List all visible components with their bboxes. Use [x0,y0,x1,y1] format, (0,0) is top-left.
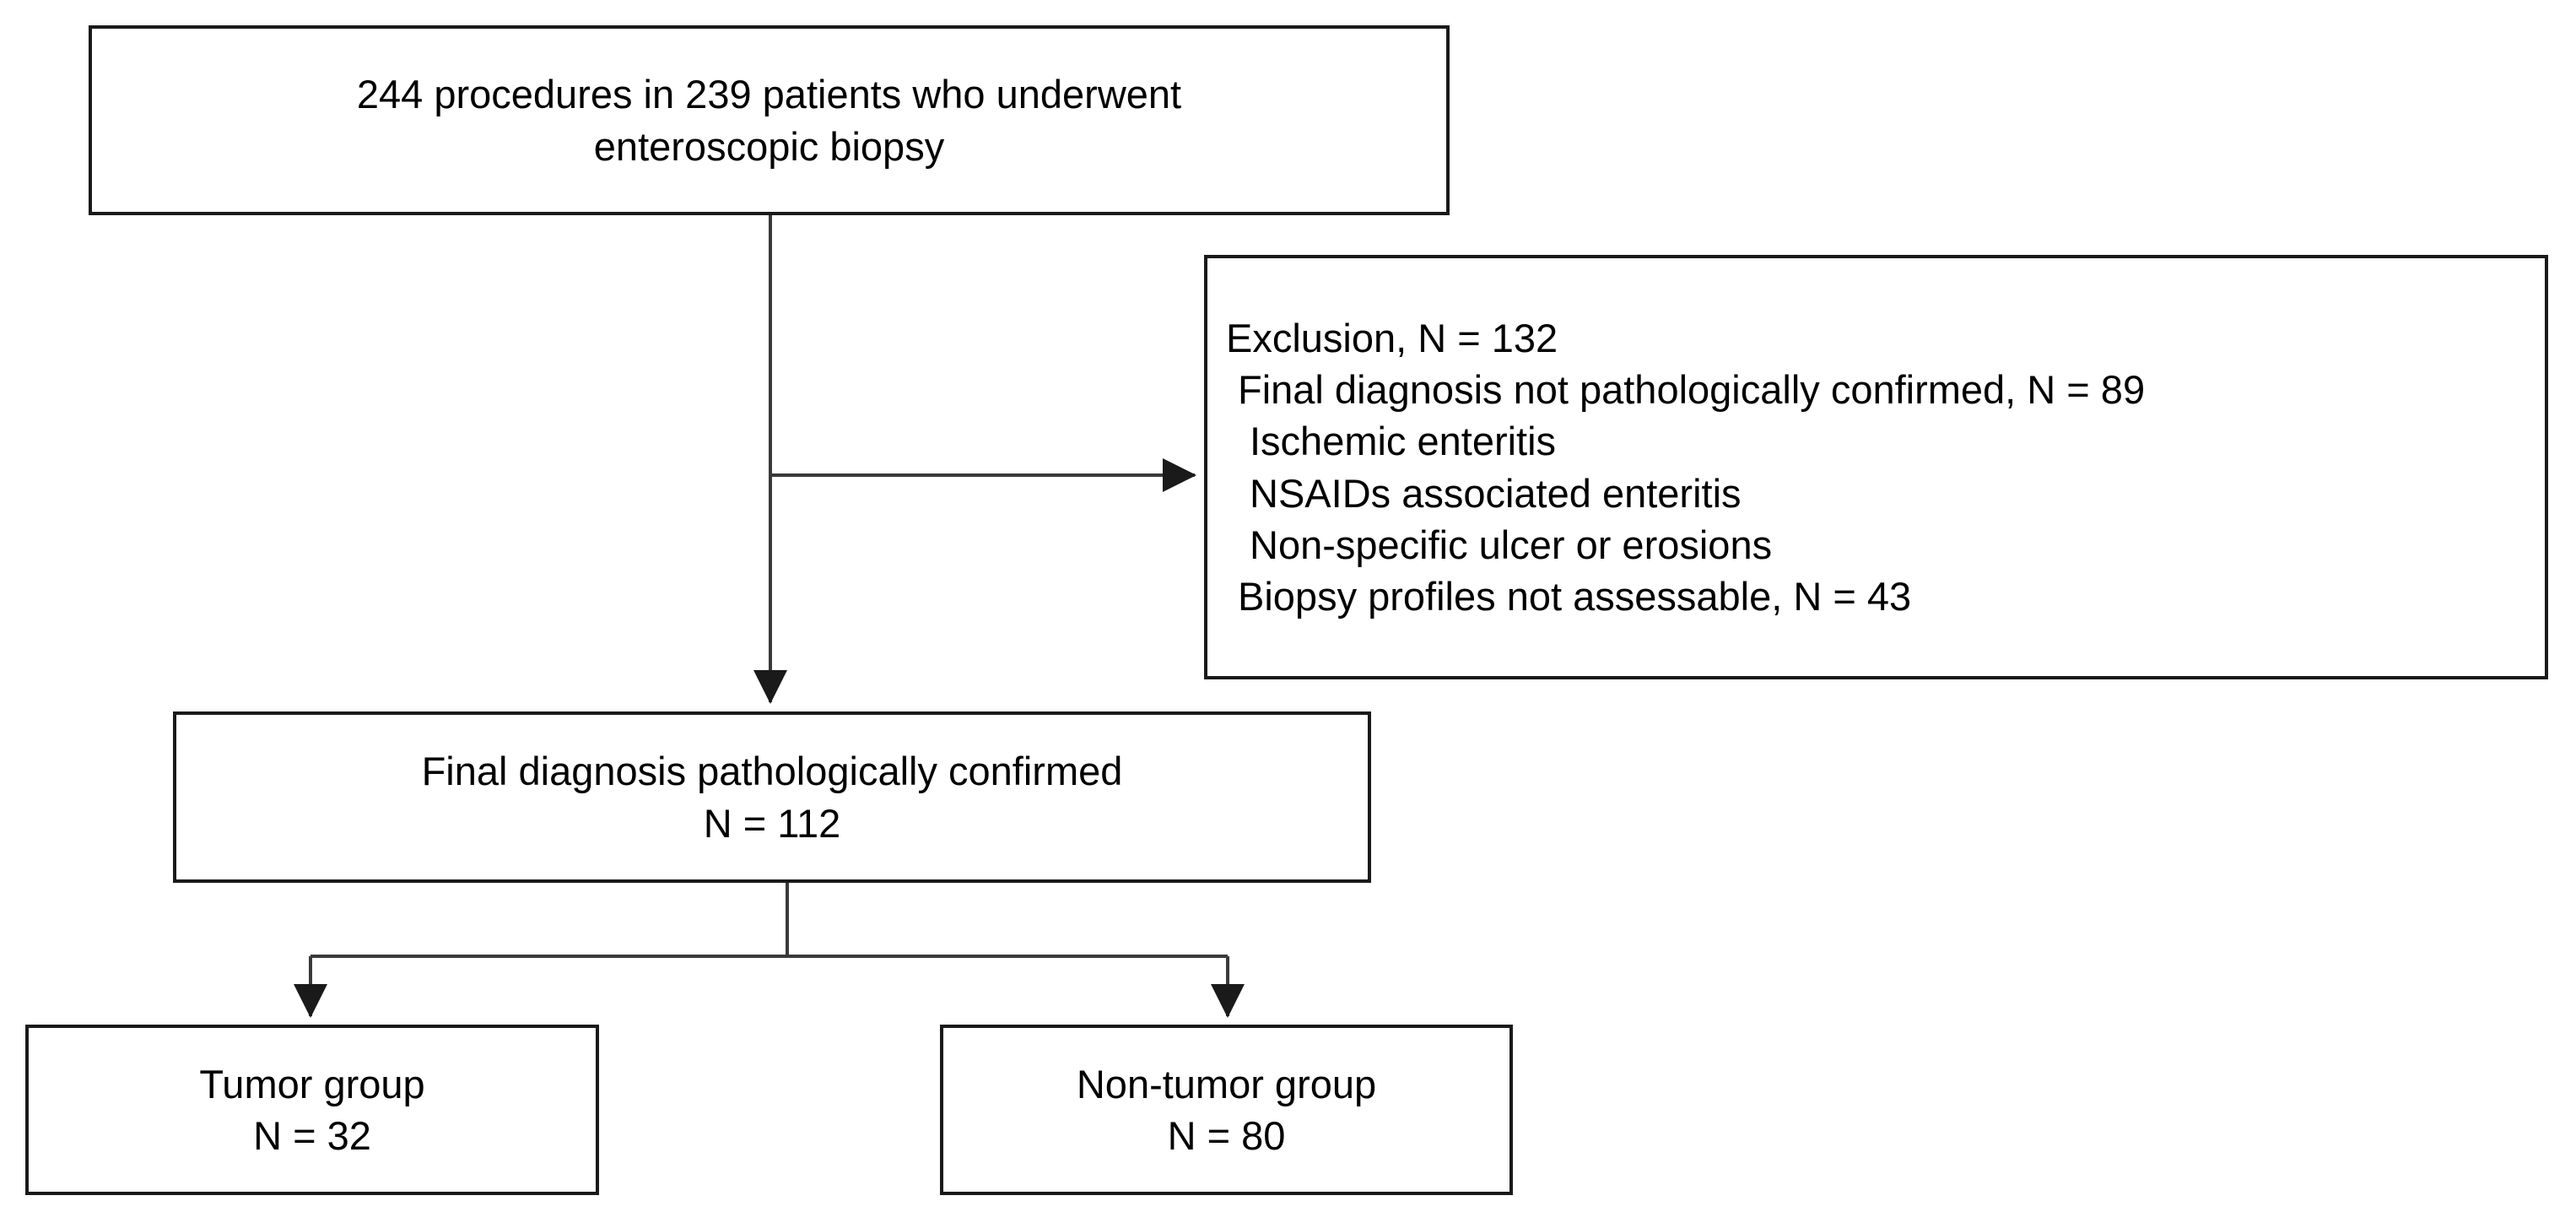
node-enrollment-line-2: enteroscopic biopsy [593,123,945,169]
node-nontumor-line-2: N = 80 [1167,1113,1286,1158]
node-enrollment: 244 procedures in 239 patients who under… [89,25,1450,215]
node-exclusion-line-3: Ischemic enteritis [1250,419,1557,464]
node-exclusion-line-6: Biopsy profiles not assessable, N = 43 [1238,573,1912,619]
node-exclusion-line-4: NSAIDs associated enteritis [1250,470,1742,516]
node-exclusion: Exclusion, N = 132 Final diagnosis not p… [1204,255,2548,679]
node-exclusion-line-5: Non-specific ulcer or erosions [1250,522,1773,567]
node-tumor-line-2: N = 32 [253,1113,371,1158]
node-tumor-group: Tumor group N = 32 [25,1025,599,1195]
node-confirmed-line-2: N = 112 [703,800,841,846]
node-nontumor-line-1: Non-tumor group [1076,1061,1377,1106]
node-non-tumor-group: Non-tumor group N = 80 [940,1025,1513,1195]
node-exclusion-line-2: Final diagnosis not pathologically confi… [1238,367,2146,413]
node-enrollment-line-1: 244 procedures in 239 patients who under… [356,72,1182,117]
node-tumor-line-1: Tumor group [199,1061,425,1106]
node-confirmed-line-1: Final diagnosis pathologically confirmed [421,749,1123,794]
node-exclusion-line-1: Exclusion, N = 132 [1226,316,1558,361]
node-final-diagnosis-confirmed: Final diagnosis pathologically confirmed… [173,711,1371,883]
connector-confirmed-to-groups [294,883,1245,1018]
